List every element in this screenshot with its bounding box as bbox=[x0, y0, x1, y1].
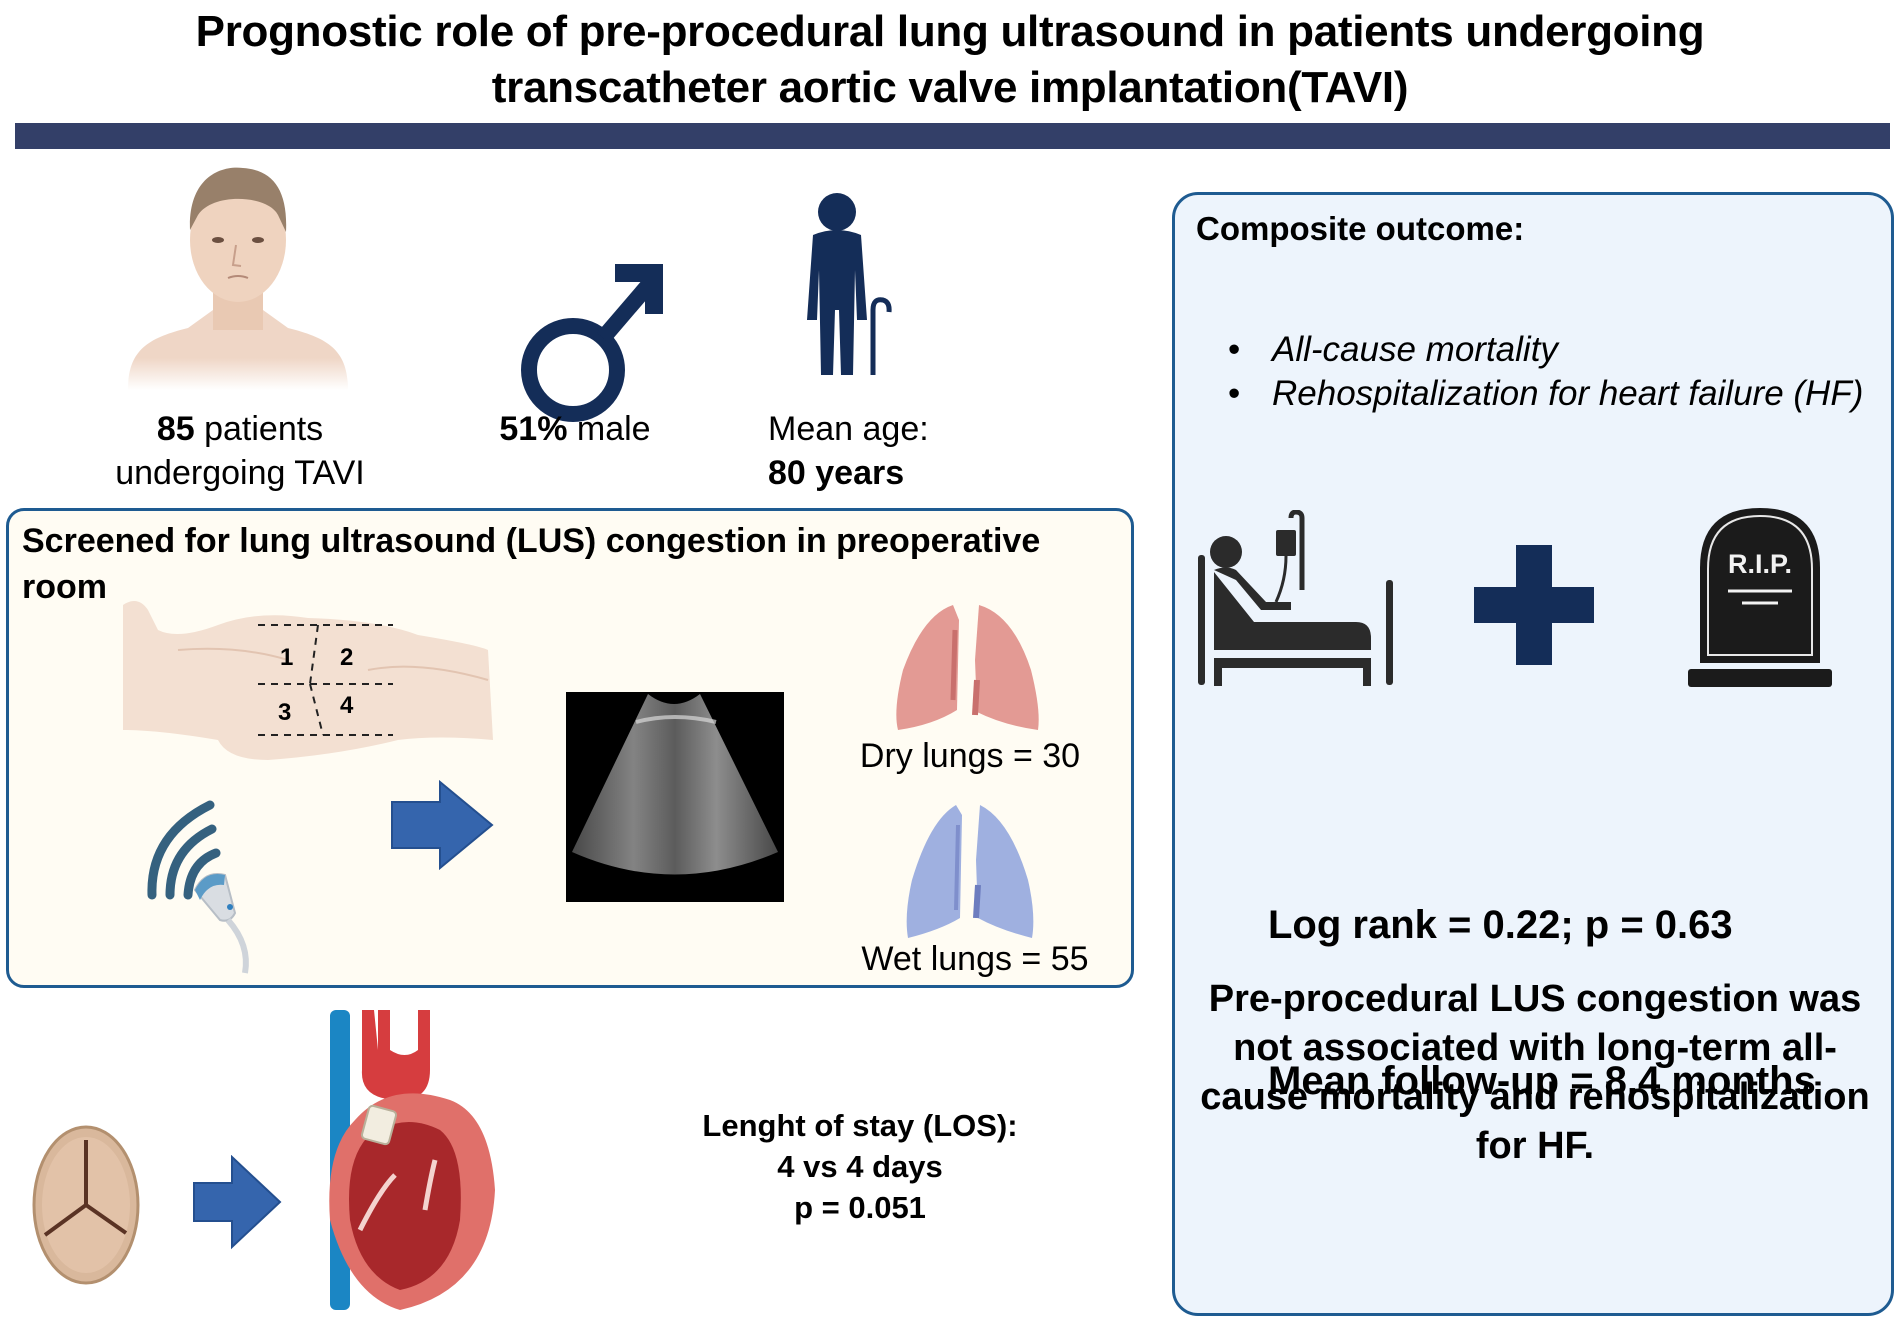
mean-age-stat: Mean age: 80 years bbox=[768, 407, 988, 495]
mean-age-value: 80 years bbox=[768, 454, 905, 492]
los-title: Lenght of stay (LOS): bbox=[702, 1108, 1018, 1143]
arrow-right-icon-2 bbox=[193, 1155, 282, 1250]
dry-lungs-count: Dry lungs = 30 bbox=[859, 737, 1081, 775]
page-title: Prognostic role of pre-procedural lung u… bbox=[0, 4, 1900, 116]
svg-text:2: 2 bbox=[340, 644, 353, 671]
svg-text:4: 4 bbox=[340, 692, 354, 719]
log-rank-result: Log rank = 0.22; p = 0.63 bbox=[1268, 903, 1733, 947]
plus-icon bbox=[1474, 545, 1594, 665]
svg-text:3: 3 bbox=[278, 699, 291, 726]
study-conclusion: Pre-procedural LUS congestion was not as… bbox=[1200, 978, 1870, 1167]
male-percentage-label: male bbox=[567, 410, 651, 448]
length-of-stay-stat: Lenght of stay (LOS): 4 vs 4 days p = 0.… bbox=[660, 1105, 1060, 1228]
calcified-aortic-valve-icon bbox=[32, 1125, 140, 1285]
ultrasound-probe-icon bbox=[147, 800, 249, 974]
male-percentage-stat: 51% male bbox=[460, 407, 690, 451]
los-days: 4 vs 4 days bbox=[777, 1149, 943, 1184]
svg-text:1: 1 bbox=[280, 644, 293, 671]
patients-count-value: 85 bbox=[156, 410, 195, 448]
los-p-value: p = 0.051 bbox=[794, 1190, 926, 1225]
dry-lungs-icon bbox=[896, 605, 1039, 730]
header-divider-bar bbox=[15, 123, 1890, 149]
outcome-item-rehospitalization: Rehospitalization for heart failure (HF) bbox=[1228, 372, 1868, 416]
title-line-2: transcatheter aortic valve implantation(… bbox=[491, 63, 1409, 112]
wet-lungs-count: Wet lungs = 55 bbox=[861, 940, 1089, 978]
hospital-bed-patient-icon bbox=[1198, 510, 1393, 686]
survival-statistics: Log rank = 0.22; p = 0.63 Mean follow-up… bbox=[1268, 795, 1816, 1159]
patients-count-stat: 85 patients undergoing TAVI bbox=[60, 407, 420, 495]
tombstone-rip-icon: R.I.P. bbox=[1688, 508, 1832, 687]
wet-lungs-icon bbox=[906, 805, 1034, 938]
svg-text:R.I.P.: R.I.P. bbox=[1728, 549, 1792, 579]
elderly-person-with-cane-icon bbox=[807, 193, 892, 375]
title-line-1: Prognostic role of pre-procedural lung u… bbox=[195, 7, 1705, 56]
composite-outcome-title: Composite outcome: bbox=[1196, 210, 1525, 247]
supine-patient-chest-zones-icon: 1 2 3 4 bbox=[123, 601, 493, 760]
composite-outcome-list: All-cause mortality Rehospitalization fo… bbox=[1228, 328, 1868, 416]
patients-count-label: patients bbox=[194, 410, 324, 448]
mean-follow-up: Mean follow-up = 8.4 months bbox=[1268, 1059, 1816, 1103]
arrow-right-icon bbox=[391, 780, 494, 870]
outcome-item-mortality: All-cause mortality bbox=[1228, 328, 1868, 372]
elderly-man-portrait-icon bbox=[128, 167, 348, 390]
patients-count-line2: undergoing TAVI bbox=[115, 454, 365, 492]
lung-ultrasound-image bbox=[566, 692, 784, 902]
male-symbol-icon bbox=[521, 264, 663, 422]
mean-age-label: Mean age: bbox=[768, 410, 929, 448]
male-percentage-value: 51% bbox=[499, 410, 568, 448]
heart-with-tavi-valve-icon bbox=[329, 1010, 495, 1310]
lus-panel-title: Screened for lung ultrasound (LUS) conge… bbox=[22, 522, 1041, 606]
